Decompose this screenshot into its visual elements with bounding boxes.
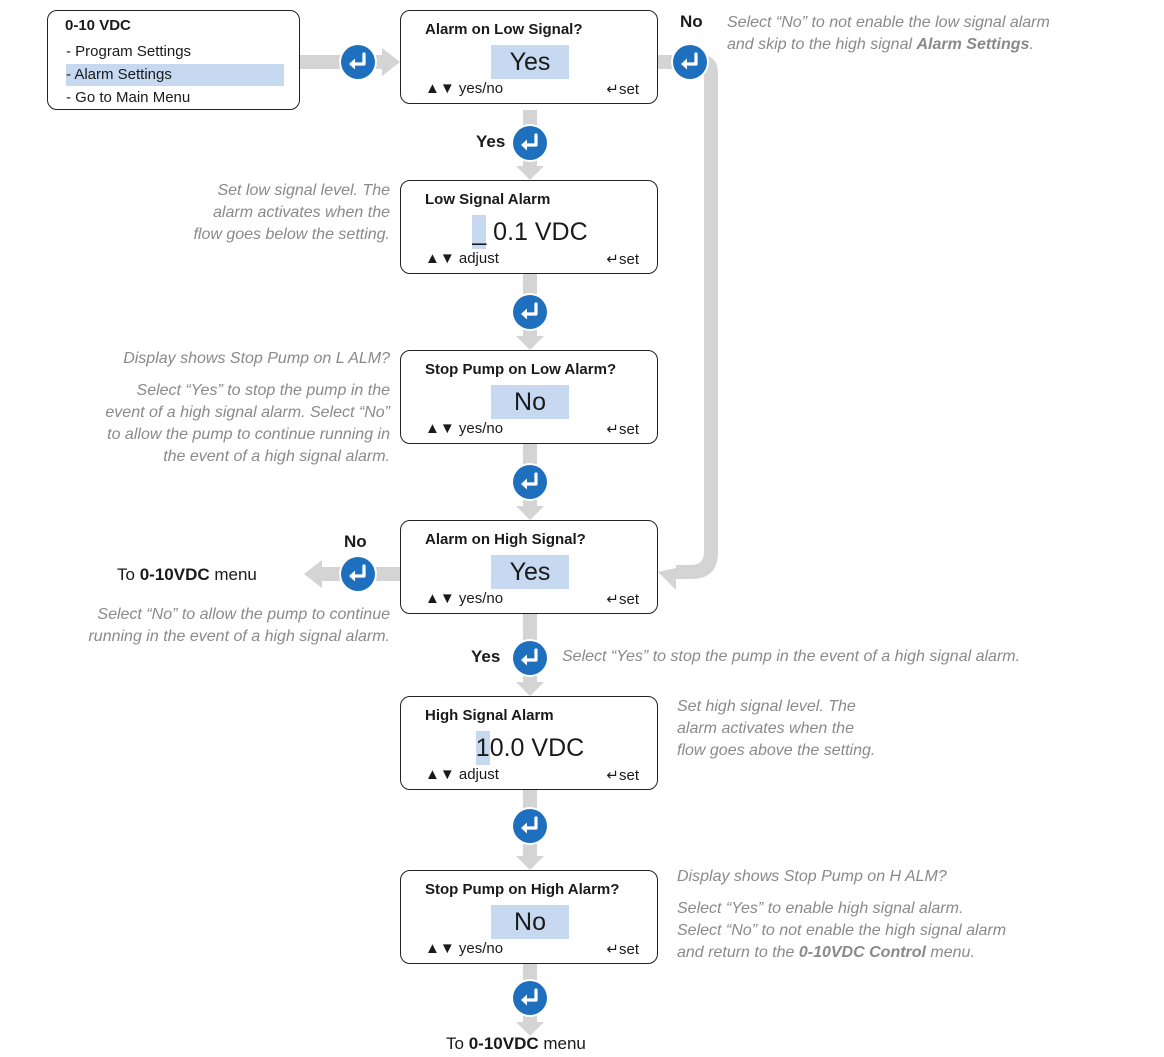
- screen-title: Alarm on High Signal?: [425, 531, 586, 548]
- screen-title: Alarm on Low Signal?: [425, 21, 583, 38]
- vdc-menu-screen: 0-10 VDC - Program Settings - Alarm Sett…: [47, 10, 300, 110]
- return-arrow-icon: ↵: [606, 941, 619, 958]
- alarm-low-screen: Alarm on Low Signal? Yes ▲▼ yes/no ↵set: [400, 10, 658, 104]
- high-signal-level-screen: High Signal Alarm 10.0 VDC ▲▼ adjust ↵se…: [400, 696, 658, 790]
- enter-return-icon[interactable]: [513, 641, 547, 675]
- return-arrow-icon: ↵: [606, 81, 619, 98]
- up-down-arrows-icon: ▲▼: [425, 80, 455, 97]
- enter-return-icon[interactable]: [341, 45, 375, 79]
- up-down-arrows-icon: ▲▼: [425, 250, 455, 267]
- enter-return-icon[interactable]: [513, 981, 547, 1015]
- screen-right-hint: ↵set: [606, 251, 639, 268]
- low-no-note: Select “No” to not enable the low signal…: [727, 14, 1050, 53]
- value-cursor: 1: [475, 731, 490, 765]
- screen-left-hint: ▲▼ adjust: [425, 250, 499, 267]
- return-arrow-icon: ↵: [606, 767, 619, 784]
- screen-right-hint: ↵set: [606, 941, 639, 958]
- stop-high-display-note: Display shows Stop Pump on H ALM?: [677, 868, 947, 885]
- up-down-arrows-icon: ▲▼: [425, 940, 455, 957]
- value-text: 0.1 VDC: [486, 218, 588, 246]
- no-label: No: [344, 532, 367, 551]
- up-down-arrows-icon: ▲▼: [425, 420, 455, 437]
- enter-return-icon[interactable]: [513, 809, 547, 843]
- enter-return-icon[interactable]: [513, 295, 547, 329]
- screen-value: 10.0 VDC: [401, 731, 659, 765]
- destination-0-10vdc-menu[interactable]: To 0-10VDC menu: [446, 1034, 586, 1053]
- value-text: 0.0 VDC: [489, 734, 585, 762]
- screen-left-hint: ▲▼ yes/no: [425, 420, 504, 437]
- return-arrow-icon: ↵: [606, 251, 619, 268]
- screen-title: Stop Pump on High Alarm?: [425, 881, 620, 898]
- stop-low-display-note: Display shows Stop Pump on L ALM?: [123, 350, 390, 367]
- alarm-high-screen: Alarm on High Signal? Yes ▲▼ yes/no ↵set: [400, 520, 658, 614]
- screen-left-hint: ▲▼ adjust: [425, 766, 499, 783]
- value-cursor: _: [472, 215, 487, 249]
- screen-value: Yes: [491, 45, 569, 79]
- menu-item-program-settings[interactable]: - Program Settings: [66, 43, 192, 60]
- screen-value: No: [491, 905, 569, 939]
- screen-title: Stop Pump on Low Alarm?: [425, 361, 617, 378]
- stop-pump-high-screen: Stop Pump on High Alarm? No ▲▼ yes/no ↵s…: [400, 870, 658, 964]
- high-no-note: Select “No” to allow the pump to continu…: [88, 606, 390, 645]
- no-label: No: [680, 12, 703, 31]
- high-level-note: Set high signal level. The alarm activat…: [677, 698, 876, 759]
- stop-high-desc-note: Select “Yes” to enable high signal alarm…: [677, 900, 1007, 961]
- stop-low-desc-note: Select “Yes” to stop the pump in the eve…: [105, 382, 390, 465]
- enter-return-icon[interactable]: [513, 465, 547, 499]
- screen-title: High Signal Alarm: [425, 707, 554, 724]
- destination-0-10vdc-menu[interactable]: To 0-10VDC menu: [117, 565, 257, 584]
- screen-value: No: [491, 385, 569, 419]
- return-arrow-icon: ↵: [606, 591, 619, 608]
- enter-return-icon[interactable]: [673, 45, 707, 79]
- menu-item-alarm-settings[interactable]: - Alarm Settings: [66, 64, 284, 86]
- enter-return-icon[interactable]: [341, 557, 375, 591]
- low-level-note: Set low signal level. The alarm activate…: [193, 182, 390, 243]
- screen-left-hint: ▲▼ yes/no: [425, 590, 504, 607]
- high-yes-note: Select “Yes” to stop the pump in the eve…: [562, 648, 1021, 665]
- screen-right-hint: ↵set: [606, 767, 639, 784]
- screen-right-hint: ↵set: [606, 81, 639, 98]
- menu-title: 0-10 VDC: [65, 17, 131, 34]
- screen-value: _ 0.1 VDC: [401, 215, 659, 249]
- screen-title: Low Signal Alarm: [425, 191, 551, 208]
- screen-left-hint: ▲▼ yes/no: [425, 940, 504, 957]
- up-down-arrows-icon: ▲▼: [425, 590, 455, 607]
- screen-left-hint: ▲▼ yes/no: [425, 80, 504, 97]
- yes-label: Yes: [471, 647, 501, 666]
- screen-right-hint: ↵set: [606, 591, 639, 608]
- screen-value: Yes: [491, 555, 569, 589]
- menu-item-main-menu[interactable]: - Go to Main Menu: [66, 89, 191, 106]
- return-arrow-icon: ↵: [606, 421, 619, 438]
- up-down-arrows-icon: ▲▼: [425, 766, 455, 783]
- yes-label: Yes: [476, 132, 506, 151]
- screen-right-hint: ↵set: [606, 421, 639, 438]
- stop-pump-low-screen: Stop Pump on Low Alarm? No ▲▼ yes/no ↵se…: [400, 350, 658, 444]
- low-signal-level-screen: Low Signal Alarm _ 0.1 VDC ▲▼ adjust ↵se…: [400, 180, 658, 274]
- enter-return-icon[interactable]: [513, 126, 547, 160]
